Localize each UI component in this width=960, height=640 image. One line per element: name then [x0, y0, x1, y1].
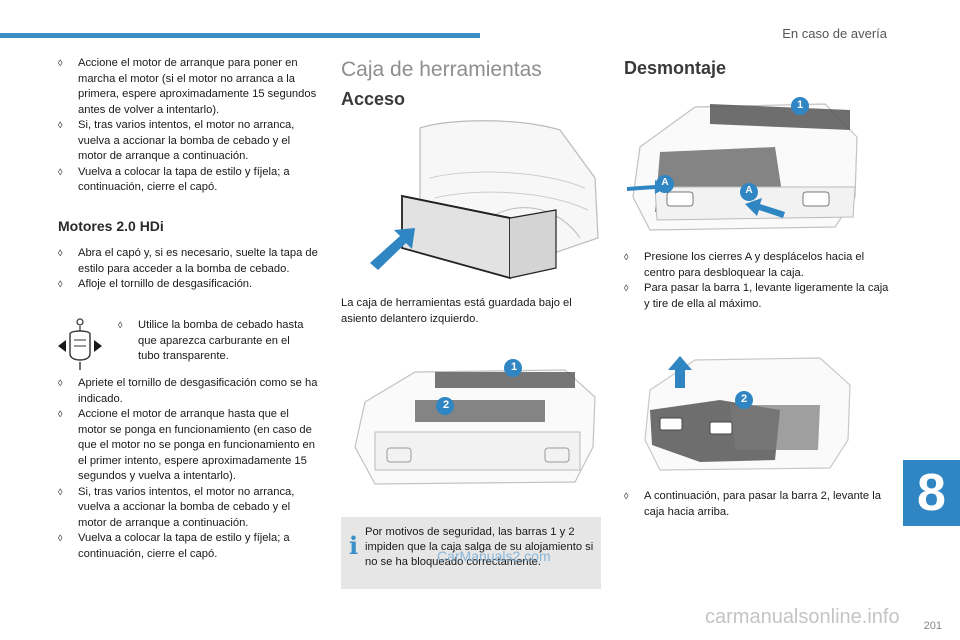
bar-2-label: 2	[740, 393, 748, 405]
latch-a-marker	[656, 175, 674, 193]
list-item: ◊Si, tras varios intentos, el motor no a…	[58, 119, 295, 162]
list-item: ◊Vuelva a colocar la tapa de estilo y fí…	[58, 165, 290, 194]
list-item: ◊A continuación, para pasar la barra 2, …	[624, 490, 881, 518]
footer-watermark: carmanualsonline.info	[705, 606, 900, 628]
seat-illustration	[370, 120, 599, 280]
list-item: ◊Afloje el tornillo de desgasificación.	[58, 278, 253, 290]
bar-1-marker	[791, 97, 809, 115]
lift-step: ◊A continuación, para pasar la barra 2, …	[624, 489, 889, 520]
lift-illustration	[644, 356, 851, 471]
arrow-left-icon	[745, 198, 785, 218]
final-steps: ◊Apriete el tornillo de desgasificación …	[58, 376, 320, 562]
section-title: Caja de herramientas	[341, 58, 542, 81]
page-number: 201	[923, 620, 942, 632]
list-item: ◊Apriete el tornillo de desgasificación …	[58, 377, 318, 405]
arrow-up-icon	[668, 356, 692, 388]
latch-a-label: A	[661, 177, 669, 188]
chapter-tab: 8	[903, 460, 960, 526]
overlay-watermark: CarManuals2.com	[437, 548, 551, 564]
list-item: ◊Vuelva a colocar la tapa de estilo y fí…	[58, 532, 290, 560]
engine-steps: ◊Abra el capó y, si es necesario, suelte…	[58, 246, 320, 293]
bar-2-label: 2	[442, 399, 450, 411]
toolbox-bars-illustration	[354, 359, 596, 485]
bar-1-label: 1	[796, 99, 804, 111]
safety-info-box: i Por motivos de seguridad, las barras 1…	[341, 517, 601, 589]
bar-1-marker	[504, 359, 522, 377]
list-item: ◊Utilice la bomba de cebado hasta que ap…	[118, 319, 304, 362]
list-item: ◊Accione el motor de arranque para poner…	[58, 57, 317, 116]
list-item: ◊Accione el motor de arranque hasta que …	[58, 408, 315, 482]
left-column: ◊Accione el motor de arranque para poner…	[58, 56, 320, 196]
access-heading: Acceso	[341, 89, 406, 109]
info-icon: i	[349, 531, 359, 560]
engine-heading: Motores 2.0 HDi	[58, 218, 164, 234]
bar-1-label: 1	[510, 361, 518, 373]
list-item: ◊Presione los cierres A y desplácelos ha…	[624, 251, 865, 279]
latch-illustration	[627, 97, 858, 231]
bar-2-marker	[735, 391, 753, 409]
latch-a-label: A	[745, 185, 753, 196]
removal-heading: Desmontaje	[624, 58, 727, 78]
list-item: ◊Si, tras varios intentos, el motor no a…	[58, 485, 295, 529]
pull-arrow-icon	[370, 228, 415, 270]
pump-step: ◊Utilice la bomba de cebado hasta que ap…	[118, 318, 313, 365]
list-item: ◊Para pasar la barra 1, levante ligerame…	[624, 282, 889, 310]
list-item: ◊Abra el capó y, si es necesario, suelte…	[58, 247, 318, 275]
bar-2-marker	[436, 397, 454, 415]
access-text: La caja de herramientas está guardada ba…	[341, 297, 572, 325]
header-accent-bar	[0, 33, 480, 38]
chapter-title: En caso de avería	[782, 26, 887, 41]
priming-pump-icon	[58, 318, 102, 370]
latch-a-marker	[740, 183, 758, 201]
removal-steps: ◊Presione los cierres A y desplácelos ha…	[624, 250, 889, 312]
safety-info-text: Por motivos de seguridad, las barras 1 y…	[365, 526, 594, 568]
